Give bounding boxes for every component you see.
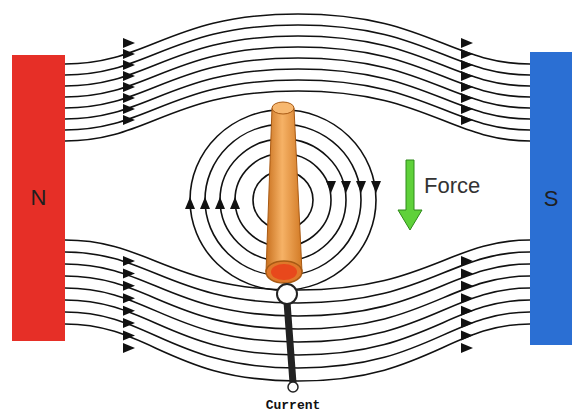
- conductor: [266, 102, 302, 283]
- field-arrowhead: [461, 318, 473, 328]
- field-line: [65, 36, 530, 86]
- field-arrowhead: [461, 93, 473, 103]
- field-line: [65, 14, 530, 64]
- field-arrowhead: [461, 104, 473, 114]
- field-line: [65, 324, 530, 381]
- field-line: [65, 47, 530, 97]
- pole-label: S: [544, 186, 559, 212]
- field-arrowhead: [461, 82, 473, 92]
- field-arrowheads: [123, 38, 473, 353]
- field-arrowhead: [356, 181, 366, 193]
- force-arrow: [398, 160, 422, 230]
- current-wire: [277, 284, 298, 392]
- field-arrowhead: [123, 49, 135, 59]
- pole-label: N: [31, 185, 47, 211]
- field-arrowhead: [123, 38, 135, 48]
- field-arrowhead: [123, 71, 135, 81]
- field-arrowhead: [461, 60, 473, 70]
- field-arrowhead: [461, 268, 473, 278]
- north-pole: N: [12, 55, 65, 341]
- field-arrowhead: [123, 343, 135, 353]
- field-arrowhead: [123, 306, 135, 316]
- field-line: [65, 58, 530, 108]
- field-arrowhead: [461, 306, 473, 316]
- field-arrowhead: [185, 197, 195, 209]
- field-arrowhead: [461, 38, 473, 48]
- south-pole: S: [530, 52, 572, 345]
- field-line: [65, 25, 530, 75]
- field-line: [65, 80, 530, 130]
- field-arrowhead: [461, 49, 473, 59]
- field-arrowhead: [123, 115, 135, 125]
- field-arrowhead: [461, 293, 473, 303]
- field-arrowhead: [326, 181, 336, 193]
- field-arrowhead: [123, 268, 135, 278]
- field-arrowhead: [123, 93, 135, 103]
- field-line: [65, 91, 530, 141]
- field-arrowhead: [461, 343, 473, 353]
- field-arrowhead: [200, 197, 210, 209]
- field-arrowhead: [371, 181, 381, 193]
- field-arrowhead: [123, 104, 135, 114]
- field-arrowhead: [123, 293, 135, 303]
- field-arrowhead: [461, 71, 473, 81]
- field-arrowhead: [230, 197, 240, 209]
- field-arrowhead: [123, 256, 135, 266]
- field-arrowhead: [461, 115, 473, 125]
- field-arrowhead: [123, 281, 135, 291]
- field-arrowhead: [215, 197, 225, 209]
- field-arrowhead: [123, 318, 135, 328]
- field-lines: [65, 14, 530, 381]
- current-label: Current: [266, 398, 321, 413]
- field-arrowhead: [461, 331, 473, 341]
- field-arrowhead: [123, 60, 135, 70]
- field-arrowhead: [123, 82, 135, 92]
- field-arrowhead: [461, 256, 473, 266]
- field-arrowhead: [341, 181, 351, 193]
- force-label: Force: [424, 173, 480, 199]
- field-arrowhead: [123, 331, 135, 341]
- field-arrowhead: [461, 281, 473, 291]
